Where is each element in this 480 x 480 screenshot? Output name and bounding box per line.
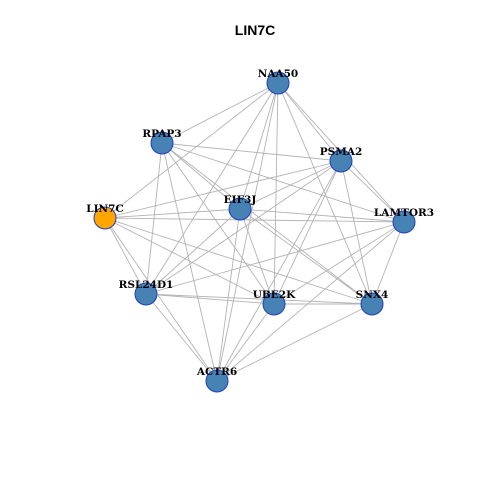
edge-eif3j-ube2k <box>239 208 275 305</box>
edge-rpap3-psma2 <box>161 142 342 162</box>
edge-lin7c-rsl24d1 <box>104 217 147 295</box>
node-label-rpap3: RPAP3 <box>142 128 181 140</box>
node-psma2 <box>329 149 353 173</box>
edge-rpap3-lamtor3 <box>161 142 405 223</box>
node-actr6 <box>205 369 229 393</box>
edge-psma2-ube2k <box>273 160 342 305</box>
edge-naa50-snx4 <box>277 82 373 305</box>
edge-lamtor3-ube2k <box>273 221 405 305</box>
edge-eif3j-rsl24d1 <box>145 208 241 295</box>
node-naa50 <box>266 71 290 95</box>
node-label-actr6: ACTR6 <box>196 366 237 378</box>
edge-naa50-eif3j <box>239 82 279 210</box>
edge-psma2-rsl24d1 <box>145 160 342 295</box>
edge-eif3j-snx4 <box>239 208 373 305</box>
diagram-title: LIN7C <box>235 22 275 38</box>
edge-layer <box>104 82 405 382</box>
node-lin7c <box>93 206 117 230</box>
edge-lin7c-snx4 <box>104 217 373 305</box>
node-ube2k <box>262 292 286 316</box>
edge-lin7c-actr6 <box>104 217 218 382</box>
edge-psma2-eif3j <box>239 160 342 210</box>
edge-lin7c-lamtor3 <box>104 217 405 223</box>
edge-naa50-actr6 <box>216 82 279 382</box>
node-label-eif3j: EIF3J <box>224 194 257 206</box>
node-label-naa50: NAA50 <box>258 68 299 80</box>
node-label-snx4: SNX4 <box>356 289 389 301</box>
edge-lin7c-ube2k <box>104 217 275 305</box>
edge-psma2-snx4 <box>340 160 373 305</box>
edge-naa50-rpap3 <box>161 82 279 144</box>
edge-rsl24d1-snx4 <box>145 293 373 305</box>
node-snx4 <box>360 292 384 316</box>
edge-psma2-lamtor3 <box>340 160 405 223</box>
node-label-rsl24d1: RSL24D1 <box>119 279 174 291</box>
edge-naa50-ube2k <box>273 82 279 305</box>
node-label-ube2k: UBE2K <box>253 289 296 301</box>
edge-naa50-rsl24d1 <box>145 82 279 295</box>
edge-rsl24d1-actr6 <box>145 293 218 382</box>
node-label-lamtor3: LAMTOR3 <box>374 207 434 219</box>
node-lamtor3 <box>392 210 416 234</box>
edge-rpap3-snx4 <box>161 142 373 305</box>
node-label-lin7c: LIN7C <box>86 203 124 215</box>
edge-naa50-psma2 <box>277 82 342 162</box>
edge-eif3j-lin7c <box>104 208 241 219</box>
edge-lamtor3-snx4 <box>371 221 405 305</box>
edge-psma2-actr6 <box>216 160 342 382</box>
edge-eif3j-actr6 <box>216 208 241 382</box>
edge-rpap3-ube2k <box>161 142 275 305</box>
edge-snx4-actr6 <box>216 303 373 382</box>
edge-naa50-lin7c <box>104 82 279 219</box>
node-layer <box>93 71 416 393</box>
edge-eif3j-lamtor3 <box>239 208 405 223</box>
edge-ube2k-actr6 <box>216 303 275 382</box>
edge-psma2-lin7c <box>104 160 342 219</box>
node-label-psma2: PSMA2 <box>320 146 363 158</box>
node-rpap3 <box>150 131 174 155</box>
edge-lamtor3-rsl24d1 <box>145 221 405 295</box>
node-rsl24d1 <box>134 282 158 306</box>
edge-rsl24d1-ube2k <box>145 293 275 305</box>
node-eif3j <box>228 197 252 221</box>
edge-rpap3-eif3j <box>161 142 241 210</box>
edge-rpap3-actr6 <box>161 142 218 382</box>
